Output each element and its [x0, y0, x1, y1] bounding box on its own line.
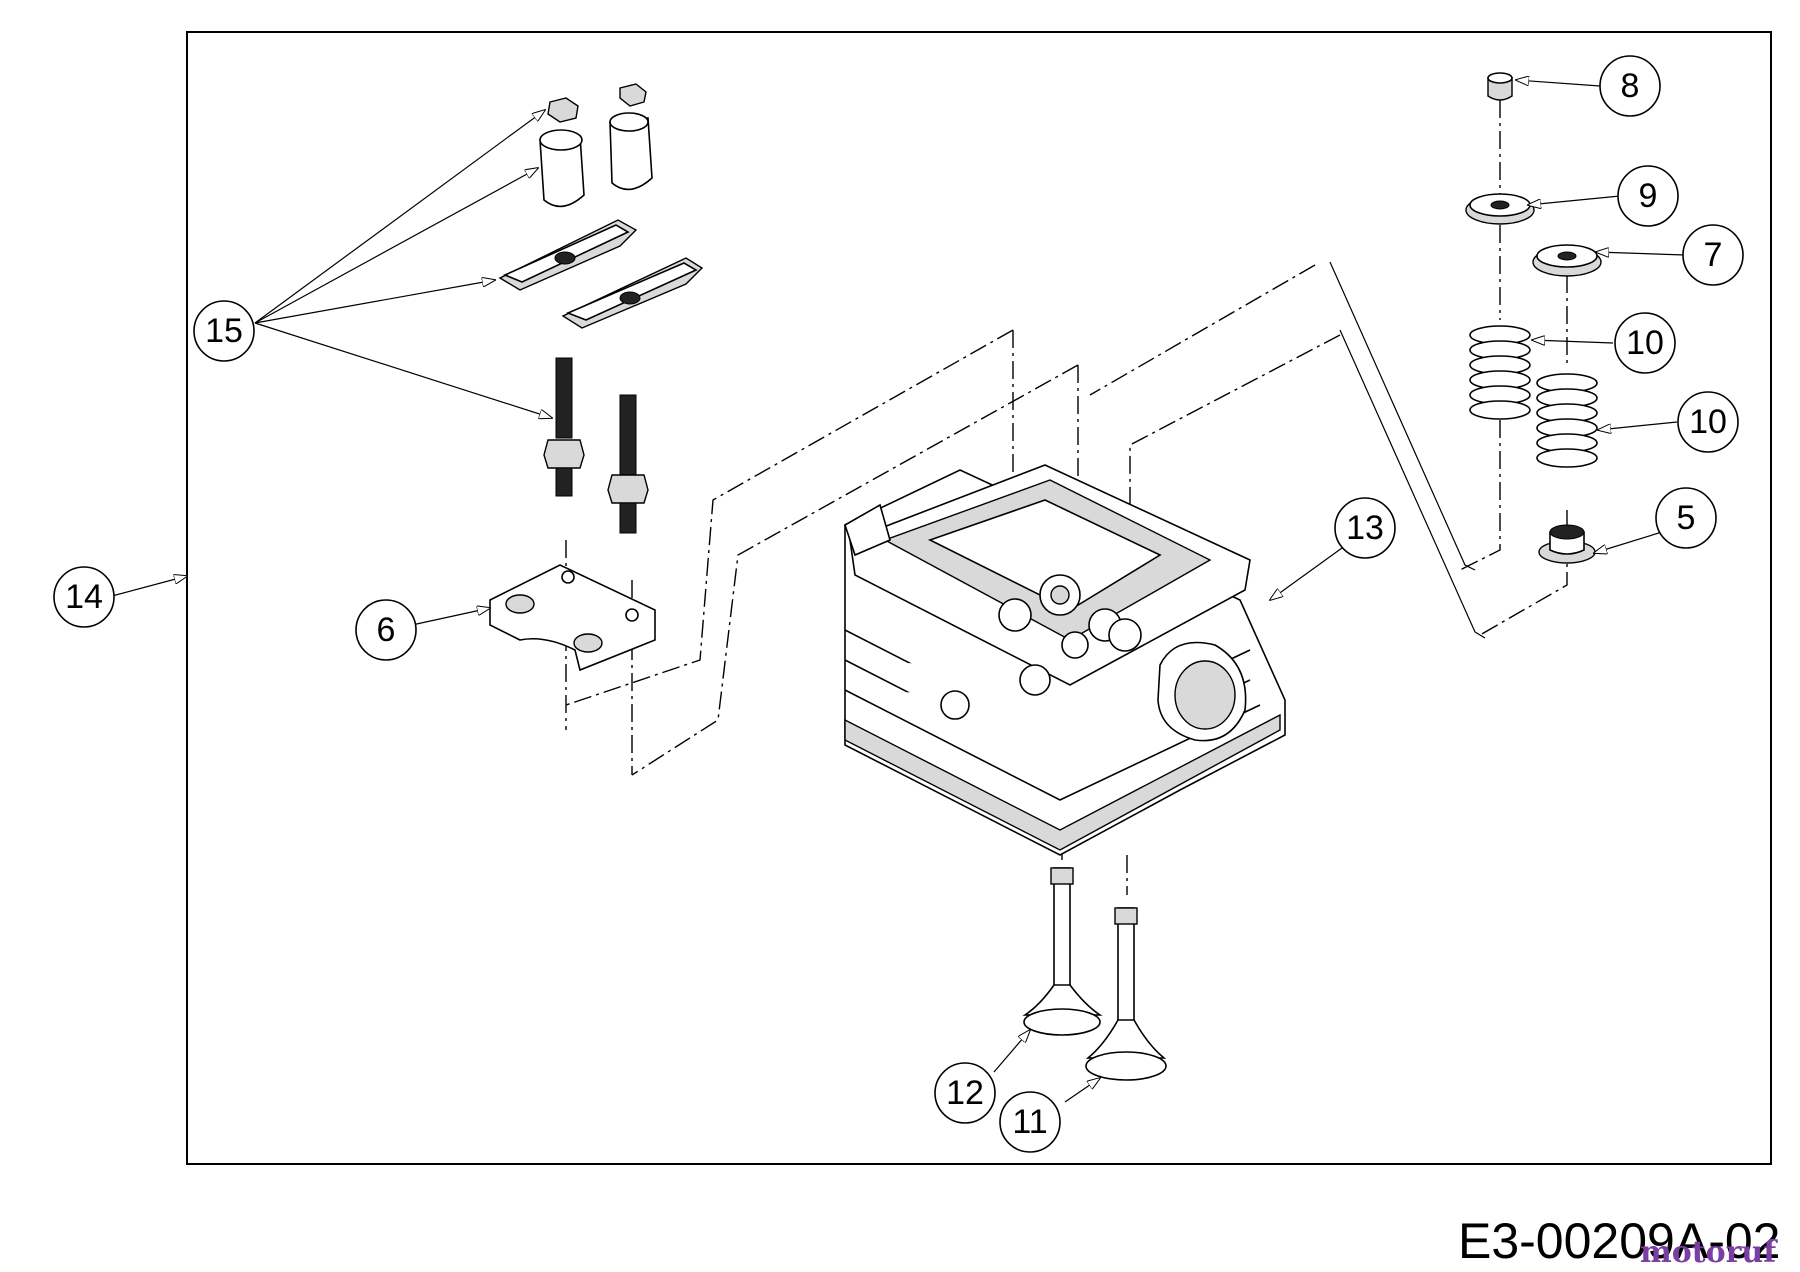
callout-label: 7	[1704, 236, 1723, 274]
callout-7: 7	[1682, 224, 1744, 286]
callout-5: 5	[1655, 487, 1717, 549]
callout-10-upper: 10	[1614, 312, 1676, 374]
callout-10-lower: 10	[1677, 391, 1739, 453]
callout-label: 11	[1012, 1103, 1047, 1141]
leader-lines	[111, 80, 1686, 1103]
cylinder-head	[844, 464, 1286, 856]
callout-label: 6	[377, 611, 396, 649]
callout-6: 6	[355, 599, 417, 661]
watermark-text: motoruf	[1640, 1235, 1778, 1270]
callout-13: 13	[1334, 497, 1396, 559]
callout-11: 11	[999, 1091, 1061, 1153]
callout-15: 15	[193, 300, 255, 362]
rocker-assembly	[498, 83, 704, 534]
callout-label: 8	[1621, 67, 1640, 105]
valves	[1022, 867, 1167, 1081]
callout-label: 12	[946, 1074, 984, 1112]
callout-label: 10	[1689, 403, 1727, 441]
callout-label: 5	[1677, 499, 1696, 537]
callout-label: 10	[1626, 324, 1664, 362]
callout-label: 13	[1346, 509, 1384, 547]
diagram-frame	[186, 31, 1772, 1165]
callout-12: 12	[934, 1062, 996, 1124]
callout-9: 9	[1617, 165, 1679, 227]
callout-label: 15	[205, 312, 243, 350]
drawing-number: E3-00209A-02	[1458, 1213, 1780, 1269]
guide-plate	[489, 564, 656, 672]
watermark: motoruf	[1640, 1235, 1778, 1270]
spring-1	[1469, 325, 1531, 420]
valve-train-parts	[1465, 72, 1602, 564]
spring-2	[1536, 373, 1598, 468]
callout-14: 14	[53, 566, 115, 628]
callout-label: 9	[1639, 177, 1658, 215]
callout-label: 14	[65, 578, 103, 616]
callout-8: 8	[1599, 55, 1661, 117]
